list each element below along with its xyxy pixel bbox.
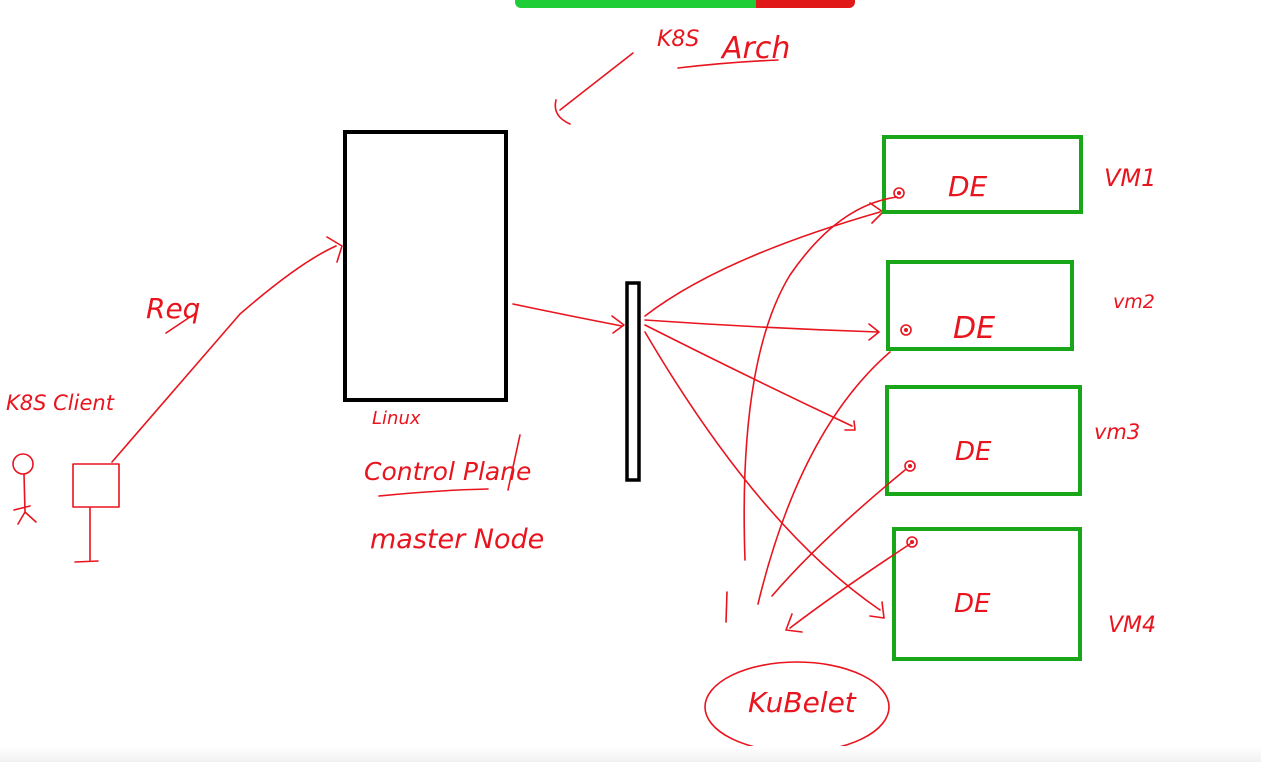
kubelet-line-vm4 xyxy=(785,543,911,633)
control-plane-box xyxy=(343,130,508,402)
toolbar-red-segment[interactable] xyxy=(756,0,855,8)
title-underline xyxy=(677,59,779,69)
vm1-box-label: DE xyxy=(948,170,988,203)
control-plane-to-bar-arrow xyxy=(512,303,625,334)
client-label: K8S Client xyxy=(6,391,115,415)
kubelet-dot-vm4 xyxy=(906,536,918,548)
kubelet-line-vm3 xyxy=(771,469,906,597)
client-terminal-icon xyxy=(72,463,120,563)
vm4-label: VM4 xyxy=(1108,613,1156,638)
title-arrow xyxy=(554,52,634,125)
kubelet-label: KuBelet xyxy=(748,686,857,719)
fanout-arrow-vm1 xyxy=(644,202,884,317)
request-arrow xyxy=(111,236,343,463)
fanout-arrow-vm2 xyxy=(644,319,880,341)
kubelet-dot-vm3 xyxy=(904,460,916,472)
master-node-label: master Node xyxy=(370,524,544,555)
vm3-box-label: DE xyxy=(955,437,992,467)
linux-label: Linux xyxy=(372,408,421,429)
kubelet-line-vm1 xyxy=(743,196,898,561)
vm2-box-label: DE xyxy=(953,311,995,346)
toolbar-strip[interactable] xyxy=(515,0,855,8)
load-balancer-bar xyxy=(625,281,641,482)
request-underline xyxy=(165,312,197,334)
bottom-edge-shade xyxy=(0,746,1261,762)
vm3-box xyxy=(885,385,1082,496)
control-plane-label: Control Plane xyxy=(364,457,531,486)
kubelet-dot-vm2 xyxy=(900,324,912,336)
request-label: Req xyxy=(146,292,200,325)
vm1-label: VM1 xyxy=(1104,164,1156,192)
control-plane-underline xyxy=(378,488,489,497)
user-figure-icon xyxy=(12,453,37,525)
vm2-label: vm2 xyxy=(1113,291,1155,313)
label-divider-slash xyxy=(507,434,521,491)
vm3-label: vm3 xyxy=(1094,420,1140,444)
title-k8s: K8S xyxy=(657,27,699,52)
fanout-arrow-vm4 xyxy=(644,331,885,619)
kubelet-line-vm2 xyxy=(757,351,891,605)
vm4-box-label: DE xyxy=(954,589,991,619)
vm2-box xyxy=(886,260,1074,351)
fanout-arrow-vm3 xyxy=(644,324,856,431)
vm1-box xyxy=(882,135,1083,214)
vm4-box xyxy=(892,527,1082,661)
toolbar-green-segment[interactable] xyxy=(515,0,756,8)
kubelet-dot-vm1 xyxy=(893,187,905,199)
kubelet-stroke xyxy=(725,591,728,623)
